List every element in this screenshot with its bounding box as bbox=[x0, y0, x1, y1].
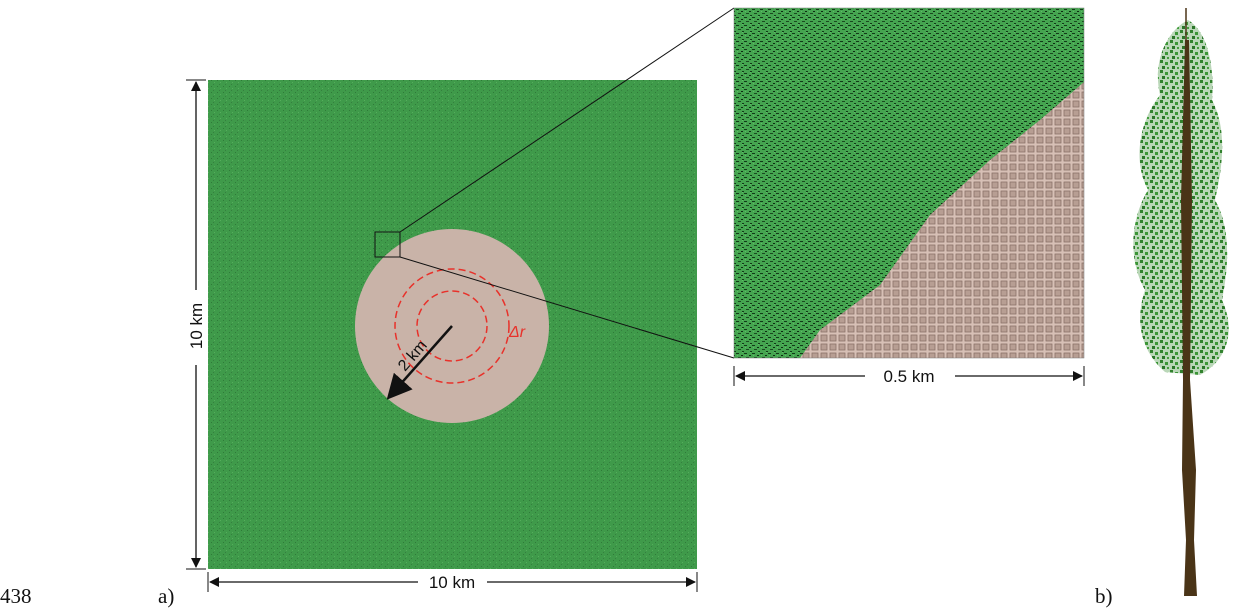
annulus-label: Δr bbox=[508, 324, 526, 341]
annulus-inner bbox=[416, 290, 488, 362]
zoom-inset bbox=[734, 8, 1084, 358]
line-number: 438 bbox=[0, 584, 32, 608]
zoom-width-label: 0.5 km bbox=[883, 367, 934, 386]
panel-a-label: a) bbox=[158, 584, 174, 608]
domain-height-label: 10 km bbox=[187, 303, 206, 349]
zoom-selection-box bbox=[374, 231, 401, 258]
radius-arrow bbox=[386, 325, 453, 400]
panel-b-label: b) bbox=[1095, 584, 1113, 608]
annulus-outer bbox=[394, 268, 510, 384]
zoom-width-dimension bbox=[733, 366, 1085, 386]
height-dimension bbox=[186, 79, 206, 570]
domain-width-label: 10 km bbox=[429, 573, 475, 592]
zoom-connector-top bbox=[399, 7, 735, 233]
tree-illustration bbox=[1133, 8, 1229, 596]
width-dimension bbox=[207, 572, 698, 592]
zoom-connector-bottom bbox=[399, 256, 735, 359]
